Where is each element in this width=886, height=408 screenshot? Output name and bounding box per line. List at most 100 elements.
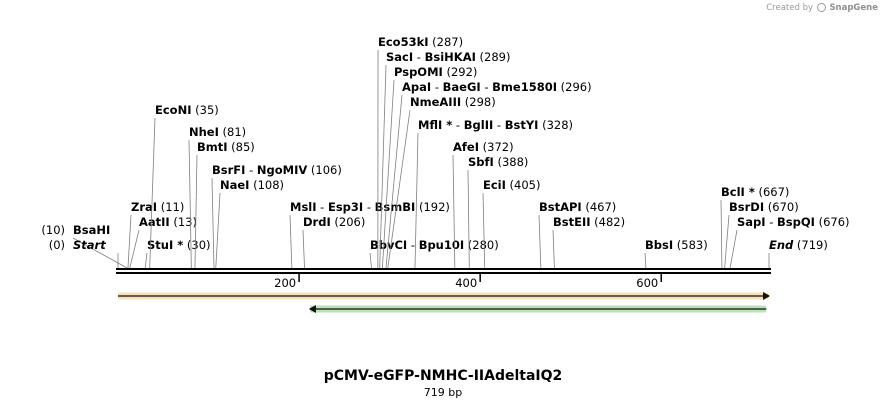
enzyme-name: AatII [139, 215, 170, 229]
site-position: (583) [673, 238, 708, 252]
site-leader-line [724, 214, 730, 269]
enzyme-name: BspQI [777, 215, 815, 229]
site-position: (30) [183, 238, 210, 252]
enzyme-name: BbsI [645, 238, 673, 252]
site-label: BbsI (583) [645, 238, 708, 252]
methylation-sensitive-mark: * [745, 185, 755, 199]
enzyme-name: StuI [147, 238, 173, 252]
enzyme-name: DrdI [303, 215, 331, 229]
enzyme-name: NmeAIII [410, 95, 461, 109]
credit-brand: SnapGene [829, 3, 878, 13]
enzyme-site-eco53ki: Eco53kI (287) [377, 35, 463, 269]
site-label: BsrFI - NgoMIV (106) [212, 163, 342, 177]
site-name-separator: - [245, 163, 256, 177]
site-leader-line [482, 192, 486, 269]
site-leader-line [149, 117, 156, 269]
enzyme-name: SbfI [468, 155, 494, 169]
enzyme-name: MslI [290, 200, 317, 214]
site-leader-line [467, 169, 470, 269]
enzyme-name: NaeI [220, 178, 249, 192]
site-name-separator: - [363, 200, 374, 214]
site-position: (676) [815, 215, 850, 229]
site-label: AfeI (372) [453, 140, 514, 154]
site-name-separator: - [317, 200, 328, 214]
site-label: Eco53kI (287) [378, 35, 463, 49]
site-position: (287) [429, 35, 464, 49]
enzyme-name: AfeI [453, 140, 479, 154]
enzyme-name: Esp3I [328, 200, 363, 214]
site-leader-line [215, 192, 221, 269]
tick-label: 600 [636, 276, 658, 290]
enzyme-name: BsiHKAI [425, 50, 476, 64]
enzyme-site-sapi: SapI - BspQI (676) [729, 215, 850, 269]
site-label: DrdI (206) [303, 215, 365, 229]
site-leader-line [302, 229, 305, 269]
site-position: (106) [307, 163, 342, 177]
site-leader-line [379, 64, 387, 269]
enzyme-name: BaeGI [443, 80, 481, 94]
enzyme-site-zrai: ZraI (11) [127, 200, 184, 269]
enzyme-name: BsaHI [73, 223, 110, 237]
site-name-separator: - [431, 80, 442, 94]
site-position: (719) [793, 238, 828, 252]
enzyme-site-ecii: EciI (405) [482, 178, 541, 269]
plasmid-name: pCMV-eGFP-NMHC-IIAdeltaIQ2 [323, 368, 563, 384]
site-position: (81) [219, 125, 246, 139]
site-position: (372) [479, 140, 514, 154]
site-leader-line [127, 214, 132, 269]
site-position: (85) [228, 140, 255, 154]
site-name-separator: - [766, 215, 777, 229]
enzyme-name: SapI [737, 215, 766, 229]
site-label: SbfI (388) [468, 155, 528, 169]
enzyme-name: BglII [464, 118, 494, 132]
enzyme-name: BsrDI [729, 200, 764, 214]
enzyme-site-drdi: DrdI (206) [302, 215, 365, 269]
enzyme-name: BmtI [197, 140, 228, 154]
site-label: End (719) [769, 238, 828, 252]
enzyme-site-saci: SacI - BsiHKAI (289) [379, 50, 511, 269]
enzyme-site-start: (0)Start [49, 238, 119, 268]
enzyme-name: MflI [418, 118, 442, 132]
enzyme-site-bsahi: (10)BsaHI [41, 223, 128, 269]
site-position: (670) [764, 200, 799, 214]
site-label: BsaHI [73, 223, 110, 237]
site-position: (280) [464, 238, 499, 252]
enzyme-name: BclI [721, 185, 745, 199]
enzyme-name: EcoNI [155, 103, 191, 117]
site-label: MflI * - BglII - BstYI (328) [418, 118, 573, 132]
plasmid-length: 719 bp [423, 386, 463, 399]
enzyme-site-bsteii: BstEII (482) [552, 215, 625, 269]
site-label: BstAPI (467) [539, 200, 616, 214]
site-position: (388) [494, 155, 529, 169]
site-label: ApaI - BaeGI - Bme1580I (296) [402, 80, 592, 94]
site-label: NmeAIII (298) [410, 95, 496, 109]
enzyme-name: NheI [189, 125, 219, 139]
site-label: SapI - BspQI (676) [737, 215, 850, 229]
enzyme-site-bcli: BclI * (667) [720, 185, 789, 269]
enzyme-name: End [769, 238, 794, 252]
site-label: EcoNI (35) [155, 103, 219, 117]
site-name-separator: - [407, 238, 418, 252]
site-position: (35) [191, 103, 218, 117]
enzyme-name: EciI [483, 178, 506, 192]
site-name-separator: - [481, 80, 492, 94]
enzyme-site-nhei: NheI (81) [188, 125, 246, 269]
site-leader-line [129, 229, 140, 269]
enzyme-site-bmti: BmtI (85) [194, 140, 255, 269]
site-label: BmtI (85) [197, 140, 255, 154]
tick-label: 400 [455, 276, 477, 290]
enzyme-site-end: End (719) [768, 238, 828, 268]
site-leader-line [144, 252, 148, 269]
site-position: (328) [538, 118, 573, 132]
enzyme-site-msli: MslI - Esp3I - BsmBI (192) [289, 200, 450, 269]
enzyme-site-stui: StuI * (30) [144, 238, 211, 269]
site-position: (296) [557, 80, 592, 94]
site-label: NaeI (108) [220, 178, 284, 192]
enzyme-site-apai: ApaI - BaeGI - Bme1580I (296) [385, 80, 592, 269]
site-leader-line [720, 199, 723, 269]
site-leader-line [289, 214, 293, 269]
enzyme-site-mfli: MflI * - BglII - BstYI (328) [414, 118, 573, 269]
site-position: (289) [476, 50, 511, 64]
enzyme-name: ZraI [131, 200, 157, 214]
